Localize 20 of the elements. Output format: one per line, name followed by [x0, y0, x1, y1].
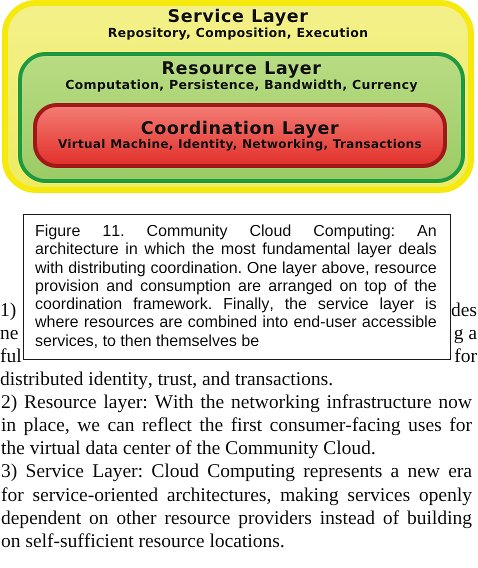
- body-paragraph: 2) Resource layer: With the networking infrastructure now in place, we can reflect the first consumer-facing uses for the virtual data center of the Community Cloud.: [1, 390, 472, 460]
- caption-text: Figure 11. Community Cloud Computing: An architecture in which the most fundamental layer deals with distributing coordination. One layer above, resource provision and consumption are arranged on top of the coordination framework. Finally, the service layer is where resources are combined into end-user accessible services, to then themselves be: [35, 223, 437, 352]
- body-paragraph: 3) Service Layer: Cloud Computing represents a new era for service-oriented architectures, making services openly dependent on other resource providers instead of building on self-sufficient resource locations.: [1, 460, 472, 554]
- text-fragment: des: [451, 298, 477, 322]
- layer-title: Service Layer: [168, 8, 308, 26]
- layer-subtitle: Computation, Persistence, Bandwidth, Currency: [65, 78, 418, 91]
- text-line: distributed identity, trust, and transactions.: [0, 368, 334, 391]
- outer-layer-panel: [2, 0, 474, 193]
- text-fragment: 1): [0, 298, 16, 322]
- text-fragment: for: [454, 344, 477, 368]
- layer-title: Coordination Layer: [140, 120, 340, 138]
- text-fragment: ful: [0, 344, 22, 368]
- text-fragment: g a: [454, 322, 477, 345]
- middle-layer-panel: [18, 52, 465, 183]
- layer-subtitle: Virtual Machine, Identity, Networking, Transactions: [58, 138, 422, 151]
- caption-frame: [23, 214, 451, 360]
- layer-subtitle: Repository, Composition, Execution: [108, 26, 368, 39]
- inner-layer-panel: [33, 103, 447, 168]
- text-fragment: ne: [0, 322, 18, 345]
- layer-title: Resource Layer: [162, 60, 322, 78]
